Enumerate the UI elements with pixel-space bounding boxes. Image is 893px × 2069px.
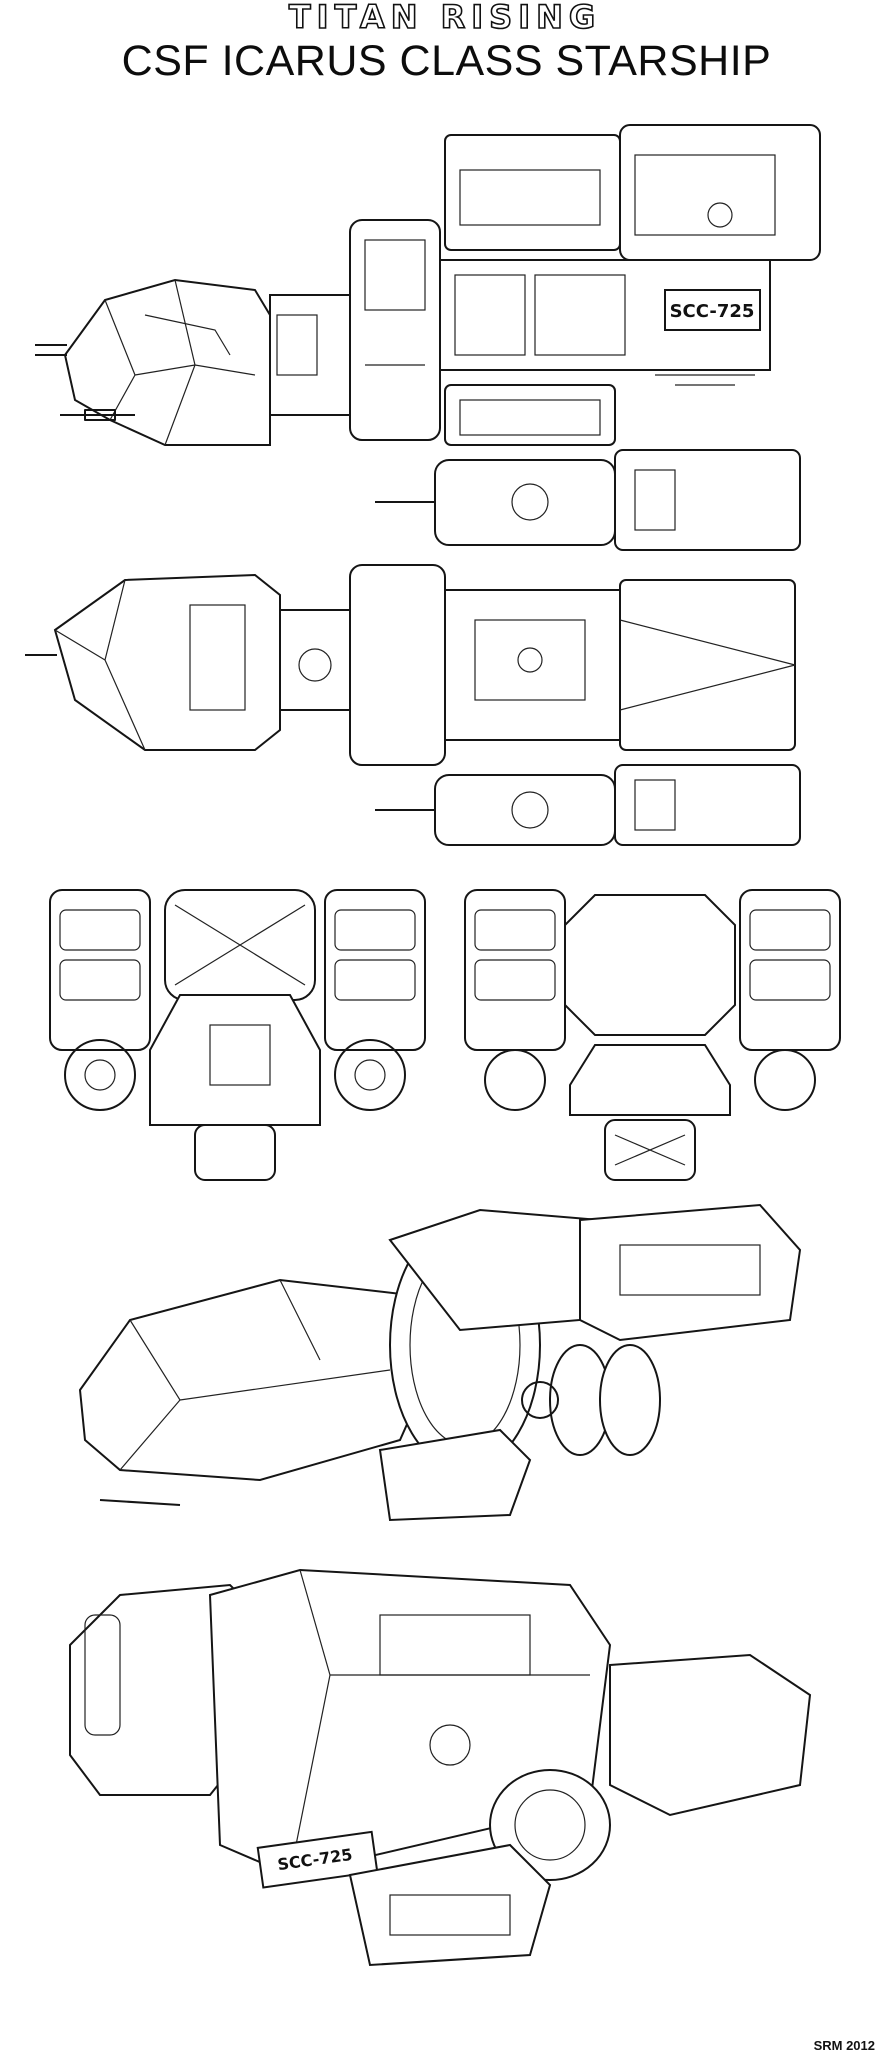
- artist-credit: SRM 2012: [813, 2038, 875, 2053]
- perspective-rear-drawing: SCC-725: [69, 1568, 812, 1967]
- top-view-drawing: [25, 449, 801, 846]
- logo-text: TITAN RISING: [289, 0, 601, 34]
- titan-rising-logo: TITAN RISING: [288, 0, 601, 34]
- rear-view-drawing: [464, 889, 841, 1181]
- front-view-drawing: [49, 889, 426, 1181]
- hull-marking-side: SCC-725: [670, 301, 755, 322]
- perspective-front-drawing: [78, 1203, 802, 1522]
- page-title: CSF ICARUS CLASS STARSHIP: [121, 37, 772, 85]
- side-view-drawing: SCC-725: [35, 124, 821, 446]
